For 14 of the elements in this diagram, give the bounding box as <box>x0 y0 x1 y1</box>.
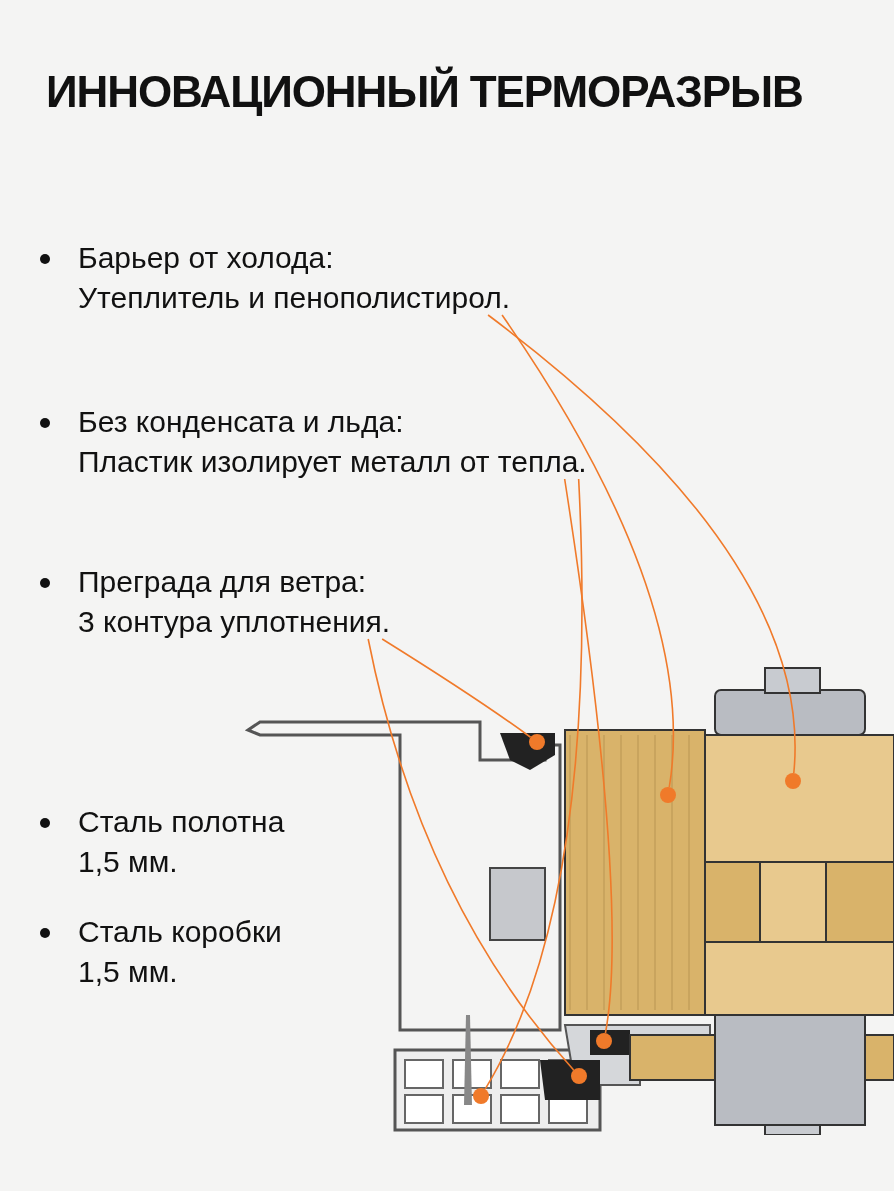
bullet-text: Пластик изолирует металл от тепла. <box>78 444 587 480</box>
bullet-heading: Преграда для ветра: <box>78 564 367 600</box>
leader-line <box>381 638 532 739</box>
bullet-heading: Без конденсата и льда: <box>78 404 404 440</box>
bullet-text: Утеплитель и пенополистирол. <box>78 280 511 316</box>
leader-line <box>501 314 674 788</box>
bullet-heading: Барьер от холода: <box>78 240 334 276</box>
leader-line <box>563 478 613 1034</box>
leader-line <box>484 478 583 1090</box>
leader-line <box>367 638 575 1071</box>
bullet-text: Сталь полотна 1,5 мм. <box>78 804 286 880</box>
bullet-text: 3 контура уплотнения. <box>78 604 391 640</box>
bullet-text: Сталь коробки 1,5 мм. <box>78 914 283 990</box>
leader-line <box>487 314 796 774</box>
